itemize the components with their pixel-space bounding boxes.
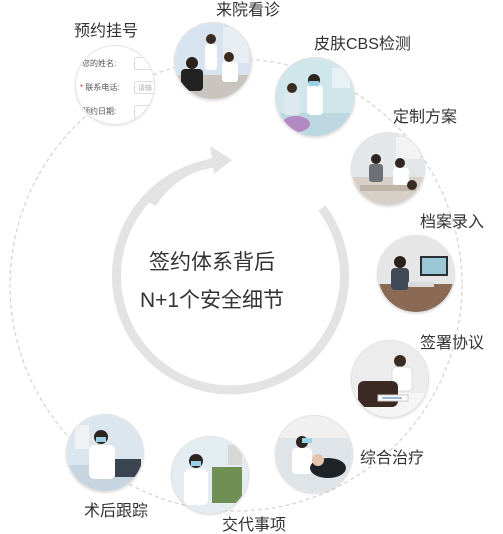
instructions-photo xyxy=(172,437,248,513)
followup-photo xyxy=(67,415,143,491)
step-label-custom-plan: 定制方案 xyxy=(393,109,458,126)
custom-plan-photo xyxy=(352,133,424,205)
center-title-line1: 签约体系背后 xyxy=(149,251,275,274)
step-label-followup: 术后跟踪 xyxy=(84,503,149,520)
form-phone-field: 请输 xyxy=(134,81,154,94)
form-name-label: 您的姓名: xyxy=(82,59,117,68)
step-label-treatment: 综合治疗 xyxy=(360,450,425,467)
skin-test-photo xyxy=(276,58,354,136)
inner-ring-arc xyxy=(112,158,349,395)
step-label-visit: 来院看诊 xyxy=(216,2,281,19)
form-date-field xyxy=(134,105,154,118)
form-phone-label: 联系电话: xyxy=(85,83,120,92)
form-phone-row: * 联系电话: xyxy=(80,84,120,92)
step-label-skin-test: 皮肤CBS检测 xyxy=(314,36,411,53)
form-name-field xyxy=(134,57,154,70)
visit-photo xyxy=(175,23,251,99)
step-label-appointment: 预约挂号 xyxy=(74,23,139,40)
step-label-records: 档案录入 xyxy=(420,214,485,231)
agreement-photo xyxy=(352,341,428,417)
form-date-label: 预约日期: xyxy=(82,107,117,116)
center-title-line2: N+1个安全细节 xyxy=(139,289,285,312)
treatment-photo xyxy=(276,416,352,492)
step-label-instructions: 交代事项 xyxy=(222,517,287,534)
required-star: * xyxy=(80,83,84,92)
records-photo xyxy=(378,236,454,312)
step-label-agreement: 签署协议 xyxy=(420,335,485,352)
appointment-form-photo: 您的姓名: * 联系电话: 请输 预约日期: xyxy=(76,46,154,124)
curved-arrow-icon xyxy=(148,146,232,206)
